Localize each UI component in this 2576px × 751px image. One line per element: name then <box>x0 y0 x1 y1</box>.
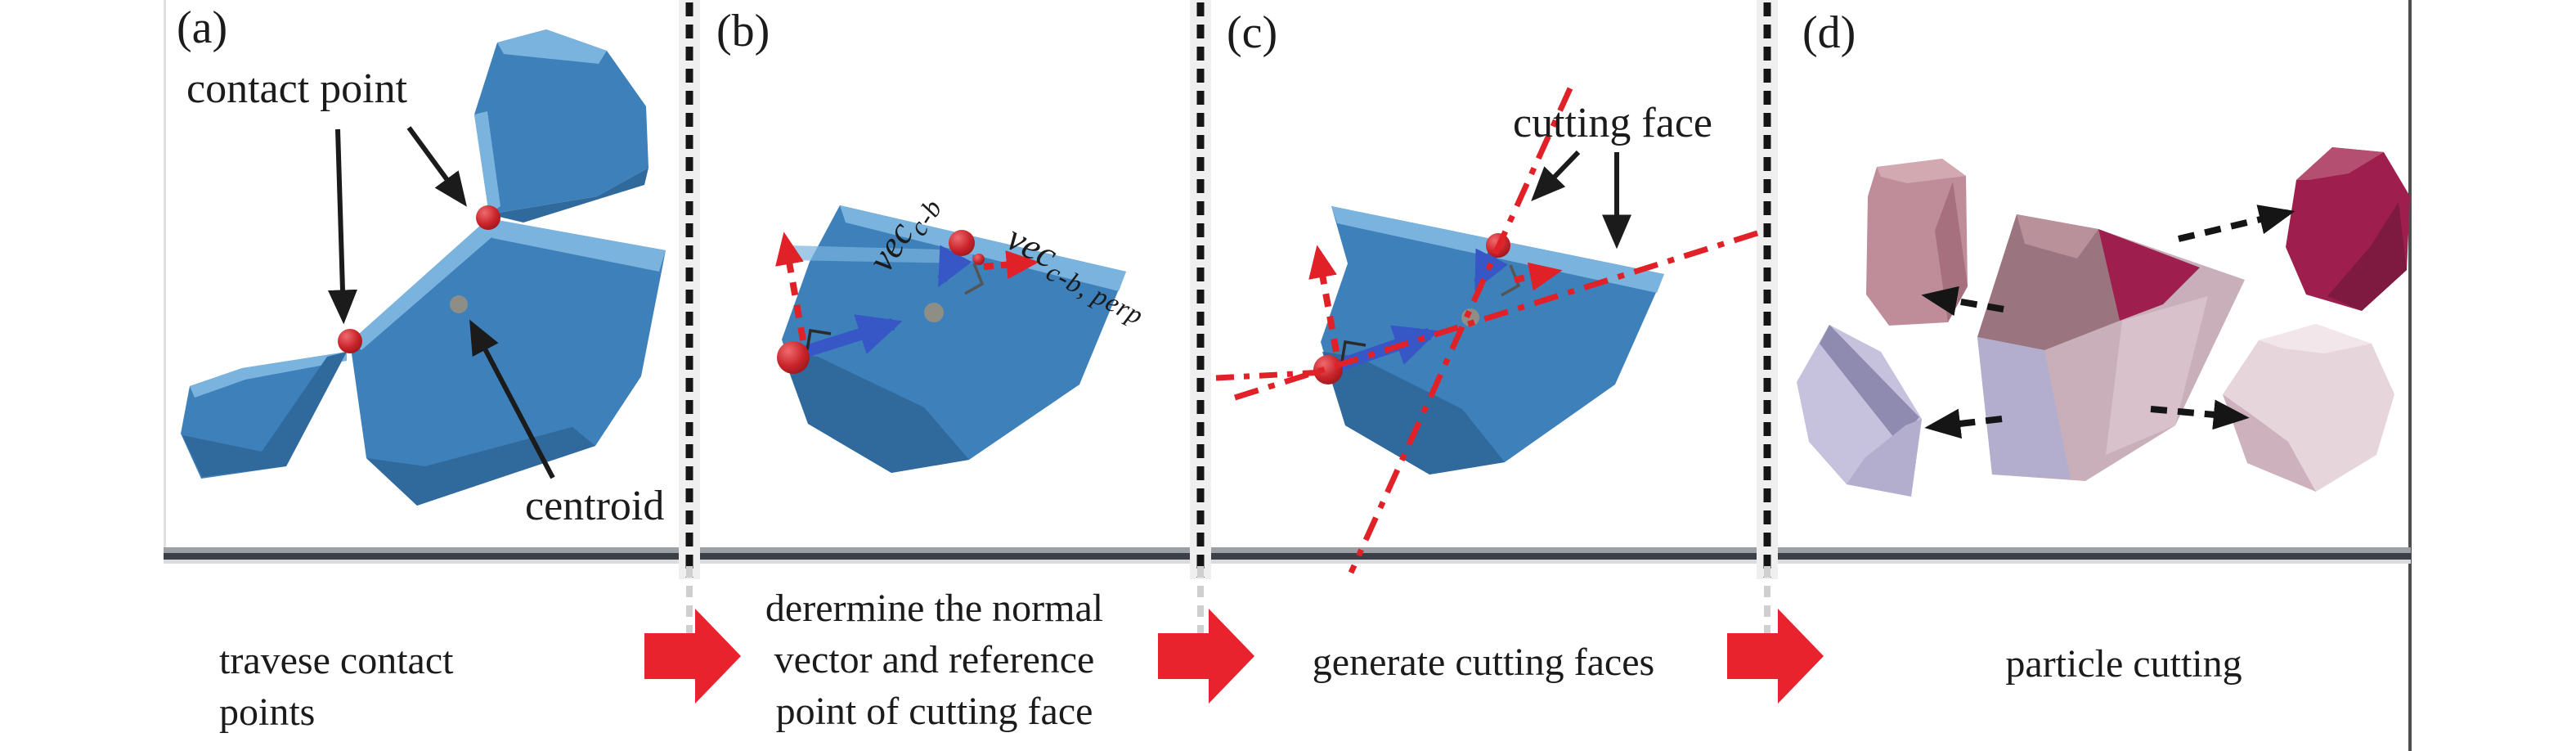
centroid-dot <box>924 303 944 322</box>
right-angle-mark-icon <box>806 328 832 351</box>
cutting-face-arrow-icon <box>1531 150 1581 202</box>
process-step-3: generate cutting faces <box>1271 636 1696 688</box>
cutting-face-trace-line <box>1233 229 1761 401</box>
flow-arrow-icon <box>1727 609 1824 704</box>
fragment-lavender <box>1797 325 1922 497</box>
contact-point-arrow-icon <box>327 128 357 325</box>
panel-a-graphics <box>181 29 666 506</box>
process-step-4: particle cutting <box>1952 638 2296 690</box>
panel-a-label: (a) <box>177 2 228 53</box>
process-step-3-line: generate cutting faces <box>1312 641 1655 684</box>
right-angle-mark-icon <box>964 263 985 295</box>
process-step-1: travese contact points <box>219 635 514 738</box>
centroid-arrow-icon <box>469 319 555 479</box>
panel-b-graphics <box>775 205 1126 473</box>
flow-arrow-icon <box>644 609 741 704</box>
centroid-label: centroid <box>525 483 665 529</box>
cutting-face-label: cutting face <box>1513 100 1712 146</box>
vector-cb-arrow-icon <box>802 314 903 358</box>
right-angle-mark-icon <box>1340 340 1367 362</box>
panel-dividers <box>679 0 1778 634</box>
fragment-crimson <box>2286 147 2410 311</box>
separation-arrow-icon <box>1921 286 2004 317</box>
process-step-4-line: particle cutting <box>2005 642 2242 686</box>
normal-direction-dashed-arrow-icon <box>1308 245 1340 353</box>
frame-left-border <box>164 0 166 550</box>
contact-point-dot <box>338 329 362 353</box>
reference-point-sphere <box>1313 355 1343 384</box>
process-flow-arrows <box>644 609 1824 704</box>
process-step-1-line: travese contact <box>219 639 454 682</box>
panel-d-label: (d) <box>1802 7 1856 58</box>
fragment-pale-pink <box>2223 324 2394 492</box>
contact-point-arrow-icon <box>406 126 467 207</box>
contact-point-label: contact point <box>186 65 408 112</box>
perp-direction-dashed-arrow-icon <box>1514 262 1563 291</box>
normal-direction-dashed-arrow-icon <box>775 232 806 341</box>
frame-right-border <box>2408 0 2412 751</box>
panel-c-graphics <box>1215 87 1761 574</box>
process-step-1-line: points <box>219 690 316 734</box>
particle-left <box>181 352 347 479</box>
separation-arrow-icon <box>2150 399 2250 430</box>
process-step-2: derermine the normal vector and referenc… <box>728 582 1141 737</box>
panel-c-label: (c) <box>1227 7 1278 58</box>
fragment-composite <box>1977 214 2245 481</box>
panel-b-label: (b) <box>716 6 770 56</box>
fragment-rose <box>1866 159 1968 326</box>
centroid-dot <box>450 295 468 313</box>
reference-point-sphere <box>777 341 810 374</box>
process-step-2-line: derermine the normal <box>765 587 1104 630</box>
separator-bar <box>164 547 2411 564</box>
contact-point-sphere <box>949 230 975 256</box>
contact-point-dot <box>973 254 985 265</box>
particle-main <box>782 205 1126 473</box>
contact-point-dot <box>476 205 500 230</box>
separation-arrow-icon <box>1924 408 2003 439</box>
cutting-face-trace-line <box>1215 369 1326 381</box>
right-angle-mark-icon <box>1501 264 1521 297</box>
particle-top-right <box>474 29 648 223</box>
flow-arrow-icon <box>1158 609 1254 704</box>
process-step-2-line: vector and reference <box>774 638 1095 681</box>
particle-main <box>350 218 666 506</box>
perp-direction-dashed-arrow-icon <box>983 250 1039 280</box>
separation-arrow-icon <box>2178 205 2296 242</box>
process-step-2-line: point of cutting face <box>775 690 1093 733</box>
panel-d-graphics <box>1797 147 2410 497</box>
